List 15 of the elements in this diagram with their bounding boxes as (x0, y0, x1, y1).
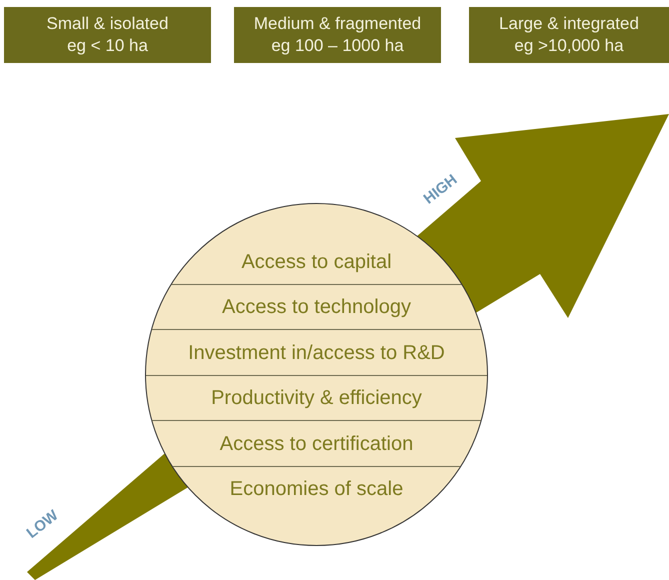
factor-text: Investment in/access to R&D (188, 340, 445, 366)
category-title: Large & integrated (499, 13, 639, 35)
factor-text: Productivity & efficiency (211, 386, 422, 412)
category-box (234, 7, 441, 63)
size-range: eg 100 – 1000 ha (271, 35, 404, 57)
factor-text: Access to capital (241, 250, 392, 275)
category-title: Small & isolated (46, 13, 168, 35)
category-title: Medium & fragmented (254, 13, 422, 35)
size-range: eg >10,000 ha (514, 35, 624, 57)
factor-text: Economies of scale (230, 477, 404, 502)
size-range: eg < 10 ha (67, 35, 148, 57)
category-box (4, 7, 211, 63)
category-box (469, 7, 669, 63)
factor-text: Access to certification (220, 432, 414, 457)
factor-text: Access to technology (222, 295, 411, 320)
